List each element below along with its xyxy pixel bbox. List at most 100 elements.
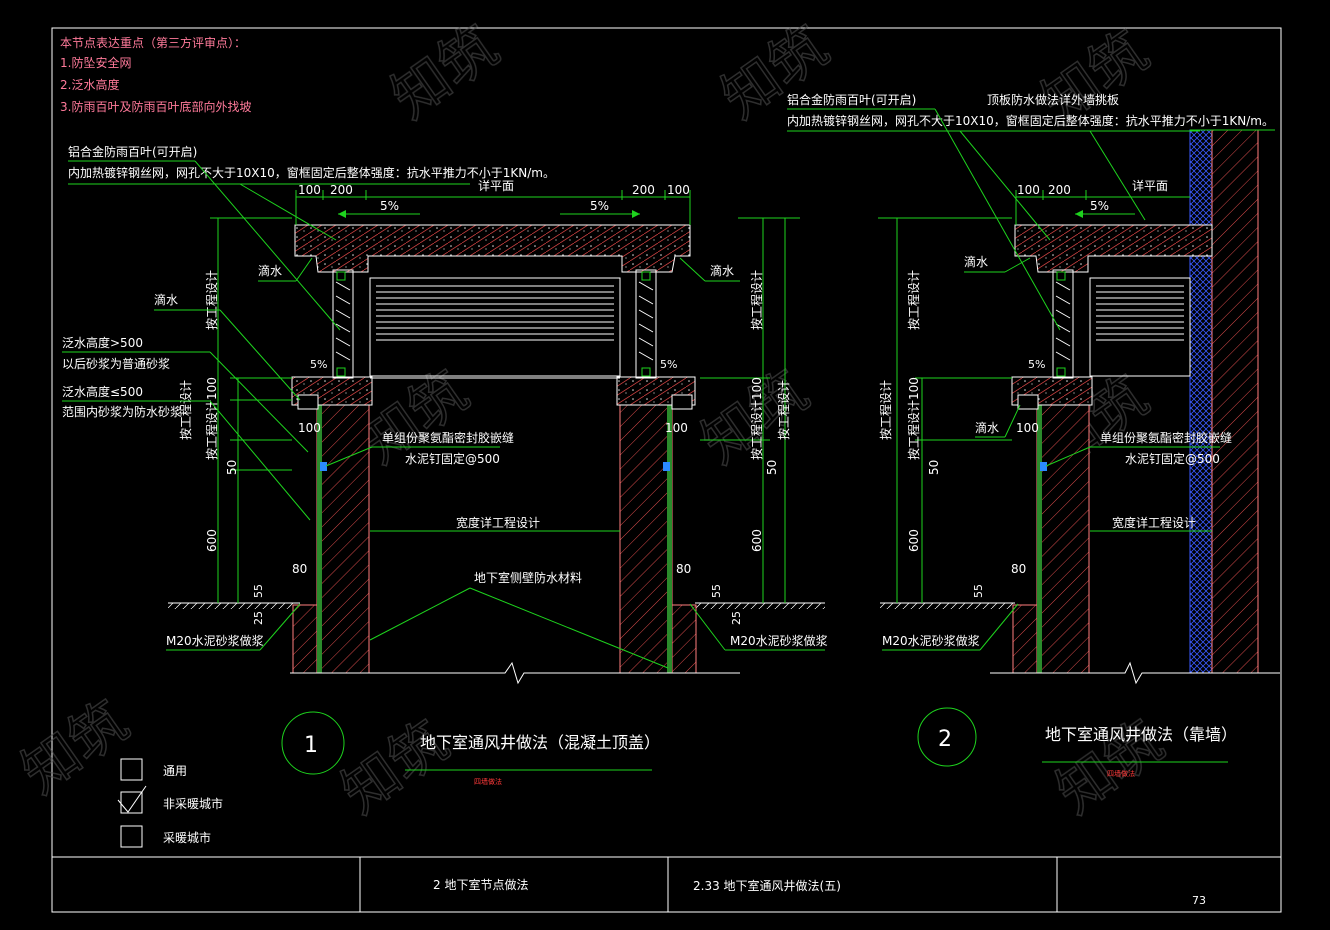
detail-number-circle (917, 707, 977, 767)
checkbox-non-heating[interactable] (120, 791, 143, 814)
seal-label: 单组份聚氨酯密封胶嵌缝 (382, 430, 514, 445)
dim-label: 55 (252, 584, 265, 598)
detail-caption: 地下室通风井做法（混凝土顶盖） (420, 733, 660, 752)
slope-label: 5% (1028, 358, 1045, 371)
detail-number-circle (281, 711, 345, 775)
dim-label: 50 (927, 460, 941, 475)
wall-2 (1036, 394, 1090, 674)
mortar-label: M20水泥砂浆做浆 (730, 633, 828, 648)
dim-label: 55 (972, 584, 985, 598)
seal-label: 单组份聚氨酯密封胶嵌缝 (1100, 430, 1232, 445)
slope-label: 5% (660, 358, 677, 371)
dim-label: 80 (1011, 562, 1026, 576)
right-footing (667, 604, 697, 674)
dim-label: 100 (1016, 421, 1039, 435)
louver-frame-right (635, 269, 657, 379)
note-item: 2.泛水高度 (60, 77, 119, 92)
top-slab-2 (1014, 224, 1213, 273)
louver-label: 铝合金防雨百叶(可开启) (68, 144, 197, 159)
nail-label: 水泥钉固定@500 (405, 451, 500, 466)
flash-label: 以后砂浆为普通砂浆 (62, 356, 170, 371)
checkbox-general[interactable] (120, 758, 143, 781)
louver-note: 内加热镀锌钢丝网，网孔不大于10X10，窗框固定后整体强度：抗水平推力不小于1K… (787, 113, 1274, 128)
dim-label: 200 (330, 183, 353, 197)
dim-label: 100 (298, 183, 321, 197)
checkbox-heating[interactable] (120, 825, 143, 848)
dim-label: 200 (1048, 183, 1071, 197)
page-number: 73 (1192, 894, 1206, 907)
slope-label: 5% (1090, 199, 1109, 213)
vert-label: 按工程设计 (178, 380, 193, 440)
flash-label: 泛水高度≤500 (62, 384, 143, 399)
right-wall (619, 394, 673, 674)
dim-label: 55 (710, 584, 723, 598)
legend: 通用 非采暖城市 采暖城市 (117, 758, 223, 848)
note-item: 1.防坠安全网 (60, 55, 131, 70)
slope-label: 5% (380, 199, 399, 213)
width-label: 宽度详工程设计 (456, 515, 540, 530)
detail-sub: 四墙做法 (1107, 769, 1135, 778)
top-slab (294, 224, 691, 273)
section-title: 2 地下室节点做法 (433, 877, 528, 892)
width-label: 宽度详工程设计 (1112, 515, 1196, 530)
louver-frame-left (332, 269, 354, 379)
detail-caption: 地下室通风井做法（靠墙） (1045, 725, 1237, 744)
dim-label: 100 (1017, 183, 1040, 197)
roof-label: 顶板防水做法详外墙挑板 (987, 92, 1119, 107)
top-label: 详平面 (1132, 178, 1168, 193)
detail-sub: 四墙做法 (474, 777, 502, 786)
dim-label: 600 (750, 529, 764, 552)
notes-title: 本节点表达重点（第三方评审点）： (60, 35, 246, 50)
dim-label: 50 (765, 460, 779, 475)
dim-label: 100 (667, 183, 690, 197)
dim-label: 100 (298, 421, 321, 435)
mortar-label: M20水泥砂浆做浆 (166, 633, 264, 648)
louver-note: 内加热镀锌钢丝网，网孔不大于10X10，窗框固定后整体强度：抗水平推力不小于1K… (68, 165, 555, 180)
note-item: 3.防雨百叶及防雨百叶底部向外找坡 (60, 99, 251, 114)
louver-label: 铝合金防雨百叶(可开启) (787, 92, 916, 107)
slope-label: 5% (590, 199, 609, 213)
adjacent-wall (1211, 129, 1259, 674)
mortar-label: M20水泥砂浆做浆 (882, 633, 980, 648)
dim-label: 80 (292, 562, 307, 576)
dim-label: 25 (252, 611, 265, 625)
drip-label: 滴水 (154, 292, 178, 307)
detail-number: 1 (304, 733, 318, 758)
drip-label: 滴水 (975, 420, 999, 435)
watermark-2: 知筑 (381, 14, 510, 131)
dim-label: 50 (225, 460, 239, 475)
dim-label: 600 (907, 529, 921, 552)
vert-label: 按工程设计 (906, 270, 921, 330)
vert-label: 按工程设计 (204, 270, 219, 330)
detail-number: 2 (938, 727, 952, 752)
vert-label: 按工程设计 (878, 380, 893, 440)
outer-frame (51, 27, 1282, 913)
review-notes: 本节点表达重点（第三方评审点）： 1.防坠安全网 2.泛水高度 3.防雨百叶及防… (60, 35, 251, 114)
top-label: 详平面 (478, 178, 514, 193)
flash-label: 泛水高度>500 (62, 335, 143, 350)
vert-label: 按工程设计100 (906, 377, 921, 460)
detail-2: 100 200 详平面 5% 5% 按工程设计 按工程设计 按工程设计100 5… (787, 92, 1280, 778)
dim-label: 25 (730, 611, 743, 625)
vert-label: 按工程设计 (749, 270, 764, 330)
legend-label: 通用 (163, 764, 187, 778)
watermark-9: 知筑 (331, 709, 460, 826)
slope-label: 5% (310, 358, 327, 371)
dim-label: 600 (205, 529, 219, 552)
drip-label: 滴水 (964, 254, 988, 269)
vert-label: 按工程设计100 (749, 377, 764, 460)
drip-label: 滴水 (258, 263, 282, 278)
dim-label: 200 (632, 183, 655, 197)
sheet-title: 2.33 地下室通风井做法(五) (693, 878, 841, 893)
vert-label: 按工程设计 (776, 380, 791, 440)
insulation-layer (1189, 129, 1213, 674)
dim-label: 100 (665, 421, 688, 435)
nail-label: 水泥钉固定@500 (1125, 451, 1220, 466)
check-mark-icon (117, 785, 147, 813)
legend-label: 非采暖城市 (163, 796, 223, 811)
flash-label: 范围内砂浆为防水砂浆 (62, 404, 182, 419)
detail-1: 100 200 200 100 详平面 5% 5% 5% 5% 按工程设计 按工… (62, 144, 828, 786)
legend-label: 采暖城市 (163, 830, 211, 845)
watermark-1: 知筑 (11, 689, 140, 806)
